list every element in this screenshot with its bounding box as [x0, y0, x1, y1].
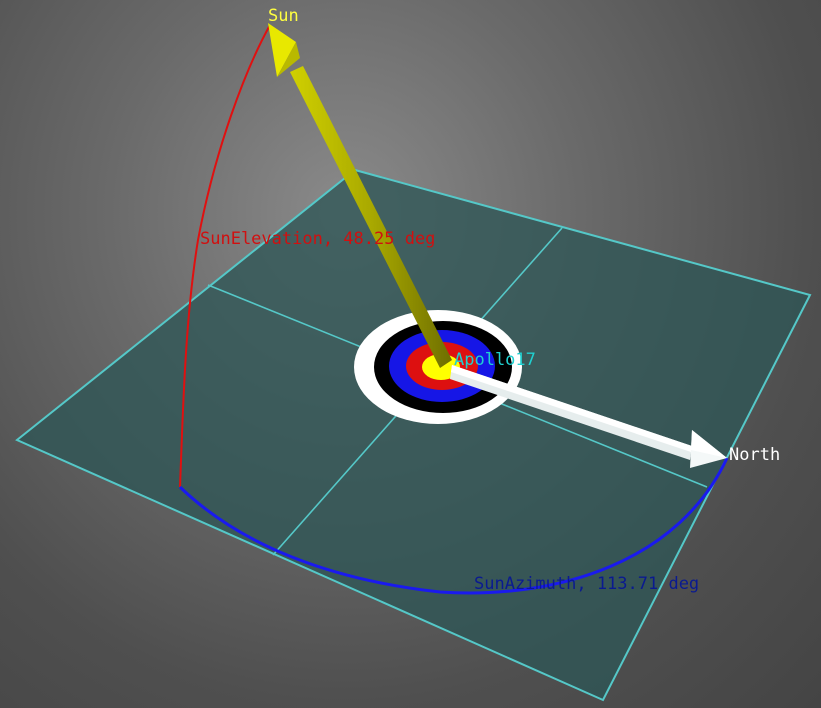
- azimuth-arc: [178, 457, 729, 595]
- sun-arrow: [268, 23, 452, 368]
- sun-elevation-label: SunElevation, 48.25 deg: [200, 229, 435, 249]
- north-label: North: [729, 445, 780, 465]
- ground-plane: [15, 168, 812, 702]
- sun-label: Sun: [268, 6, 299, 26]
- north-arrow: [450, 365, 727, 468]
- sun-azimuth-label: SunAzimuth, 113.71 deg: [474, 574, 699, 594]
- target-label: Apollo17: [454, 350, 536, 370]
- elevation-arc: [179, 24, 271, 488]
